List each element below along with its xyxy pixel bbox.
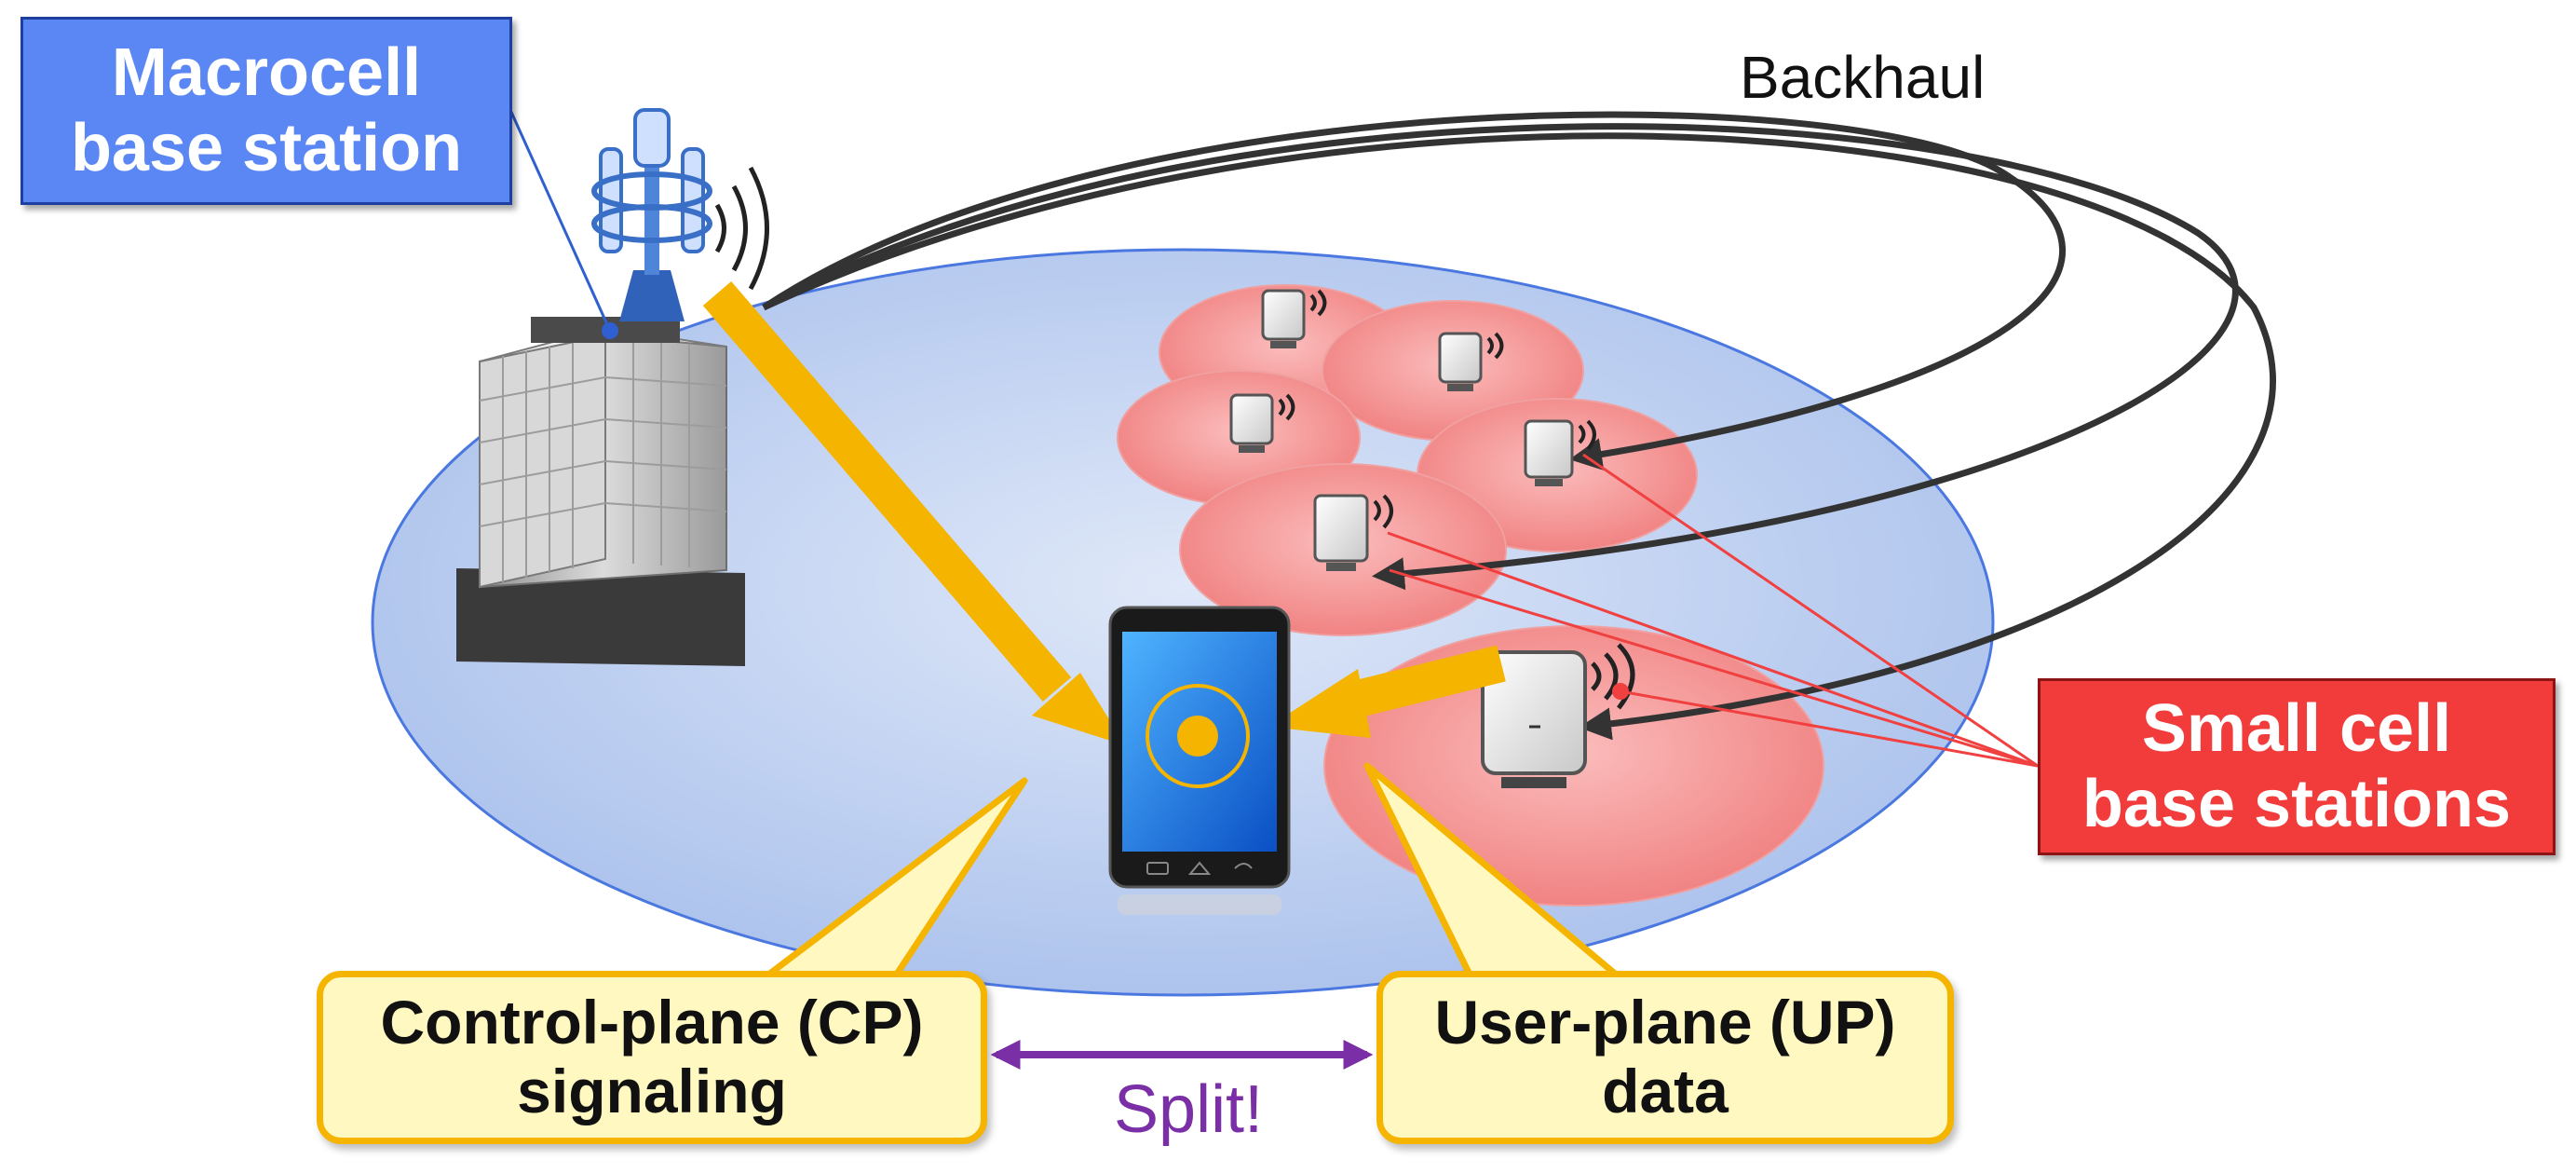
backhaul-label: Backhaul [1740, 44, 1986, 111]
small-cell-label-leaders [1387, 453, 2039, 768]
office-building-icon [456, 317, 745, 666]
small-cell-base-stations-label: Small cell base stations [2038, 678, 2556, 855]
small-cell-base-station-icon [1481, 643, 1635, 788]
user-plane-line-1: User-plane (UP) [1434, 988, 1896, 1057]
macrocell-tower-icon [591, 108, 769, 321]
user-plane-line-2: data [1602, 1057, 1729, 1125]
split-label: Split! [1114, 1072, 1264, 1147]
macro-label-leader-dot [602, 322, 618, 339]
backhaul-line [762, 123, 2239, 591]
macro-to-phone-arrow [702, 280, 1125, 745]
control-plane-line-1: Control-plane (CP) [380, 988, 924, 1057]
user-plane-callout: User-plane (UP) data [1376, 971, 1954, 1144]
small-cell-base-station-icon [1438, 332, 1504, 391]
backhaul-lines [762, 111, 2276, 741]
macrocell-base-station-label: Macrocell base station [20, 17, 512, 205]
small-cell-icons [1229, 289, 1635, 788]
control-plane-callout: Control-plane (CP) signaling [317, 971, 987, 1144]
control-plane-line-2: signaling [517, 1057, 787, 1125]
small-cell-leader-dot [1612, 683, 1629, 700]
macrocell-label-line-1: Macrocell [111, 35, 422, 111]
small-cell-base-station-icon [1261, 289, 1327, 348]
small-cell-base-station-icon [1229, 393, 1295, 453]
small-cell-label-line-2: base stations [2081, 767, 2512, 841]
small-cell-base-station-icon [1524, 419, 1596, 486]
macro-label-leader [508, 109, 612, 332]
smallcell-to-phone-arrow [1268, 645, 1506, 738]
smartphone-icon [1108, 606, 1291, 915]
small-cell-base-station-icon [1313, 494, 1393, 571]
small-cell-label-line-1: Small cell [2141, 691, 2452, 767]
backhaul-line [762, 132, 2276, 741]
macrocell-label-line-2: base station [70, 111, 463, 185]
